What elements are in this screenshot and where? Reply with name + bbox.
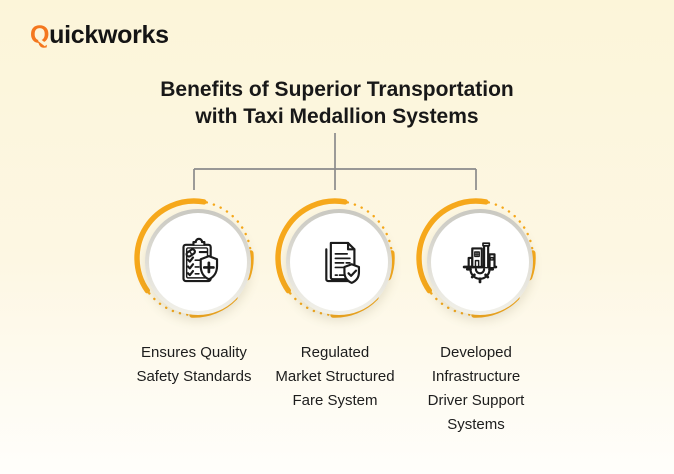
page-title: Benefits of Superior Transportation with… (0, 76, 674, 130)
benefit-node-quality-safety (134, 198, 254, 318)
label-line: Fare System (292, 392, 378, 409)
icon-disc (427, 209, 533, 315)
benefit-label-quality-safety: Ensures Quality Safety Standards (99, 341, 289, 389)
label-line: Ensures Quality (141, 344, 247, 361)
label-line: Developed (440, 344, 512, 361)
label-line: Regulated (300, 344, 370, 361)
label-line: Systems (447, 416, 505, 433)
label-line: Driver Support (427, 392, 525, 409)
quickworks-logo: Quickworks (30, 21, 169, 50)
icon-disc (145, 209, 251, 315)
logo-q-mark: Q (30, 21, 50, 49)
benefit-label-regulated-fare: Regulated Market Structured Fare System (240, 341, 430, 413)
label-line: Safety Standards (136, 368, 252, 385)
label-line: Market Structured (275, 368, 395, 385)
document-shield-check-icon (325, 241, 361, 284)
page-title-line1: Benefits of Superior Transportation (160, 78, 514, 101)
benefit-label-infrastructure: Developed Infrastructure Driver Support … (381, 341, 571, 437)
benefit-node-infrastructure (416, 198, 536, 318)
logo-wordmark: uickworks (49, 21, 169, 49)
page-title-line2: with Taxi Medallion Systems (195, 105, 479, 128)
icon-disc (286, 209, 392, 315)
clipboard-medical-shield-icon (182, 237, 219, 283)
factory-gear-icon (462, 242, 498, 284)
label-line: Infrastructure (431, 368, 521, 385)
benefit-node-regulated-fare (275, 198, 395, 318)
